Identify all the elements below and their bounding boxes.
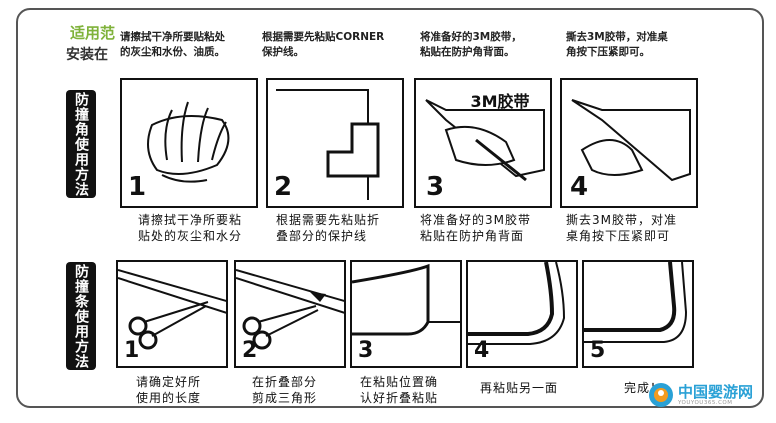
corner-step-4-panel: 4 xyxy=(560,78,698,208)
strip-step-3-caption: 在粘贴位置确 认好折叠粘贴 xyxy=(360,374,438,406)
strip-step-5-panel: 5 xyxy=(582,260,694,368)
section1-title-text: 防撞角使用方法 xyxy=(72,92,90,197)
section2-title: 防撞条使用方法 xyxy=(66,262,96,370)
logo-url: YOUYOU365.COM xyxy=(678,400,733,406)
strip-step-2-panel: 2 xyxy=(234,260,346,368)
corner-step-4-caption: 撕去3M胶带，对准 桌角按下压紧即可 xyxy=(566,212,677,244)
strip-step-4-number: 4 xyxy=(474,338,489,363)
corner-step-2-caption: 根据需要先粘贴折 叠部分的保护线 xyxy=(276,212,380,244)
top-note-4: 撕去3M胶带，对准桌 角按下压紧即可。 xyxy=(566,30,668,60)
strip-step-4-caption: 再粘贴另一面 xyxy=(480,380,558,396)
strip-step-5-number: 5 xyxy=(590,338,605,363)
baby-logo-icon xyxy=(646,380,676,410)
top-note-3: 将准备好的3M胶带， 粘贴在防护角背面。 xyxy=(420,30,522,60)
header-label-dark: 安装在 xyxy=(66,44,108,64)
strip-step-2-caption: 在折叠部分 剪成三角形 xyxy=(252,374,317,406)
corner-step-4-number: 4 xyxy=(570,172,588,202)
strip-step-2-number: 2 xyxy=(242,338,257,363)
strip-step-1-number: 1 xyxy=(124,338,139,363)
corner-step-2-number: 2 xyxy=(274,172,292,202)
corner-step-2-panel: 2 xyxy=(266,78,404,208)
corner-step-3-number: 3 xyxy=(426,172,444,202)
section2-title-text: 防撞条使用方法 xyxy=(72,264,90,369)
section1-title: 防撞角使用方法 xyxy=(66,90,96,198)
corner-step-1-number: 1 xyxy=(128,172,146,202)
strip-step-3-panel: 3 xyxy=(350,260,462,368)
top-note-1: 请擦拭干净所要贴粘处 的灰尘和水份、油质。 xyxy=(120,30,225,60)
strip-step-1-panel: 1 xyxy=(116,260,228,368)
header-label-green: 适用范 xyxy=(70,22,115,43)
strip-step-1-caption: 请确定好所 使用的长度 xyxy=(136,374,201,406)
corner-step-1-caption: 请擦拭干净所要粘 贴处的灰尘和水分 xyxy=(138,212,242,244)
strip-step-3-number: 3 xyxy=(358,338,373,363)
tape-badge: 3M胶带 xyxy=(454,88,546,112)
top-note-2: 根据需要先粘贴CORNER 保护线。 xyxy=(262,30,384,60)
site-logo: 中国婴游网 YOUYOU365.COM xyxy=(640,378,768,416)
strip-step-4-panel: 4 xyxy=(466,260,578,368)
corner-step-1-panel: 1 xyxy=(120,78,258,208)
logo-text: 中国婴游网 xyxy=(678,381,753,402)
corner-step-3-caption: 将准备好的3M胶带 粘贴在防护角背面 xyxy=(420,212,531,244)
